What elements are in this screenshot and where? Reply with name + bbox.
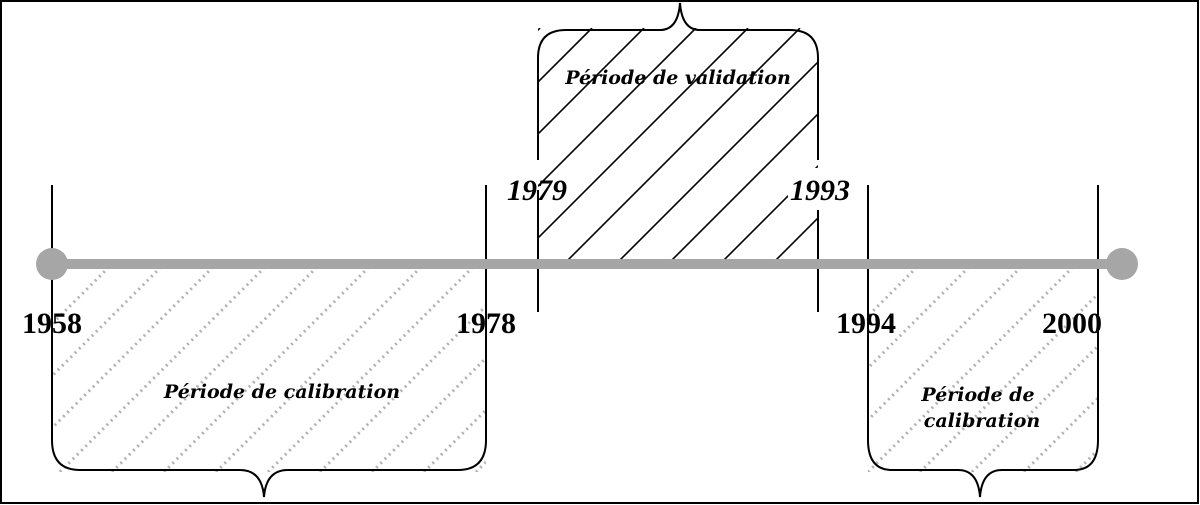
calibration-2-period-label-line1: Période de: [920, 384, 1034, 406]
hatch-line: [868, 262, 872, 267]
hatch-line: [820, 28, 1060, 268]
hatch-line: [538, 28, 697, 188]
calibration-1-period-label: Période de calibration: [163, 381, 400, 403]
label-mask-1993: [788, 168, 828, 208]
hatch-line: [767, 216, 818, 268]
hatch-line: [715, 164, 818, 268]
hatch-line: [318, 303, 486, 472]
hatch-line: [58, 262, 272, 472]
hatch-line: [868, 262, 924, 319]
hatch-line: [214, 262, 428, 472]
timeline-end-dot: [1106, 248, 1138, 280]
hatch-line: [663, 112, 818, 268]
hatch-line: [370, 355, 486, 472]
validation-period-label: Période de validation: [564, 67, 791, 89]
hatch-line: [52, 262, 168, 379]
year-label-1979: 1979: [507, 174, 567, 207]
hatch-line: [868, 262, 1080, 472]
hatch-line: [538, 28, 749, 240]
year-label-1958: 1958: [22, 307, 82, 340]
calibration-1-brace: [51, 439, 487, 498]
hatch-line: [52, 262, 116, 327]
hatch-line: [611, 60, 818, 268]
year-label-1993: 1993: [790, 174, 850, 207]
hatch-line: [52, 262, 220, 431]
hatch-line: [538, 28, 645, 136]
year-label-2000: 2000: [1042, 307, 1102, 340]
hatch-line: [1022, 395, 1098, 472]
year-label-1994: 1994: [836, 307, 896, 340]
hatch-line: [266, 262, 480, 472]
hatch-line: [538, 28, 593, 84]
calibration-1-hatching: [52, 262, 486, 472]
hatch-line: [1074, 447, 1098, 472]
validation-brace: [537, 2, 819, 160]
hatch-line: [868, 262, 1028, 423]
hatch-line: [918, 291, 1098, 472]
hatch-line: [559, 28, 801, 268]
hatch-line: [970, 343, 1098, 472]
validation-hatching: [538, 28, 1060, 268]
hatch-line: [422, 407, 486, 472]
hatch-line: [474, 459, 486, 472]
timeline-start-dot: [36, 248, 68, 280]
calibration-2-hatching: [868, 262, 1098, 472]
hatch-line: [162, 262, 376, 472]
hatch-line: [538, 28, 541, 32]
hatch-line: [868, 262, 976, 371]
year-label-1978: 1978: [456, 307, 516, 340]
calibration-2-period-label-line2: calibration: [924, 410, 1040, 432]
calibration-2-brace: [867, 439, 1099, 498]
hatch-line: [110, 262, 324, 472]
